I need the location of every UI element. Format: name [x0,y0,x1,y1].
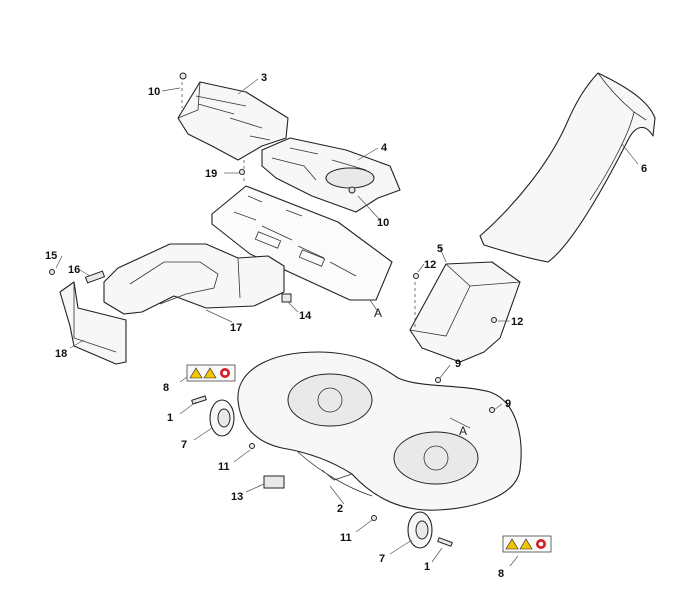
baffle-duct [103,243,285,315]
bolt-right [437,537,453,547]
nut-12-left [413,273,419,279]
callout-19: 19 [205,168,217,180]
callout-12-left: 12 [424,259,436,271]
callout-9-right: 9 [505,398,511,410]
warning-decal-upper [186,364,236,382]
screw-10-right [348,186,356,194]
gauge-wheel-left [209,399,235,437]
top-cover [177,81,289,161]
mower-deck [237,351,522,511]
callout-12-right: 12 [511,316,523,328]
screw-10-top [179,72,187,80]
spring-16 [84,270,106,284]
callout-18: 18 [55,348,67,360]
nut-12-right [491,317,497,323]
nut-11-left [249,443,255,449]
clip-14 [281,293,292,303]
reference-a-plate: A [374,306,382,320]
bracket-cover [261,137,401,213]
chute-adapter [409,261,521,363]
callout-8-lower: 8 [498,568,504,580]
callout-7-right: 7 [379,553,385,565]
gauge-wheel-right [407,511,433,549]
callout-3: 3 [261,72,267,84]
callout-11-right: 11 [340,532,352,544]
mounting-plate [211,185,393,301]
callout-11-left: 11 [218,461,230,473]
callout-4: 4 [381,142,388,154]
callout-17: 17 [230,322,242,334]
leader-lines [55,78,639,567]
callout-2: 2 [337,503,343,515]
callout-7-left: 7 [181,439,187,451]
screw-19 [239,169,245,175]
nut-11-right [371,515,377,521]
callout-5: 5 [437,243,443,255]
nut-9-right [489,407,495,413]
callout-1-left: 1 [167,412,173,424]
callout-14: 14 [299,310,312,322]
nut-15 [49,269,55,275]
side-bracket [59,281,127,365]
clip-13 [263,475,285,489]
bolt-left [191,395,207,405]
callout-8-upper: 8 [163,382,169,394]
nut-9-left [435,377,441,383]
reference-a-deck: A [459,424,467,438]
callout-6: 6 [641,163,647,175]
callout-10-top: 10 [148,86,160,98]
discharge-chute [479,72,656,263]
callout-1-right: 1 [424,561,430,573]
callout-10-right: 10 [377,217,389,229]
warning-decal-lower [502,535,552,553]
callout-15: 15 [45,250,57,262]
callout-16: 16 [68,264,80,276]
callout-13: 13 [231,491,243,503]
callout-9-left: 9 [455,358,461,370]
